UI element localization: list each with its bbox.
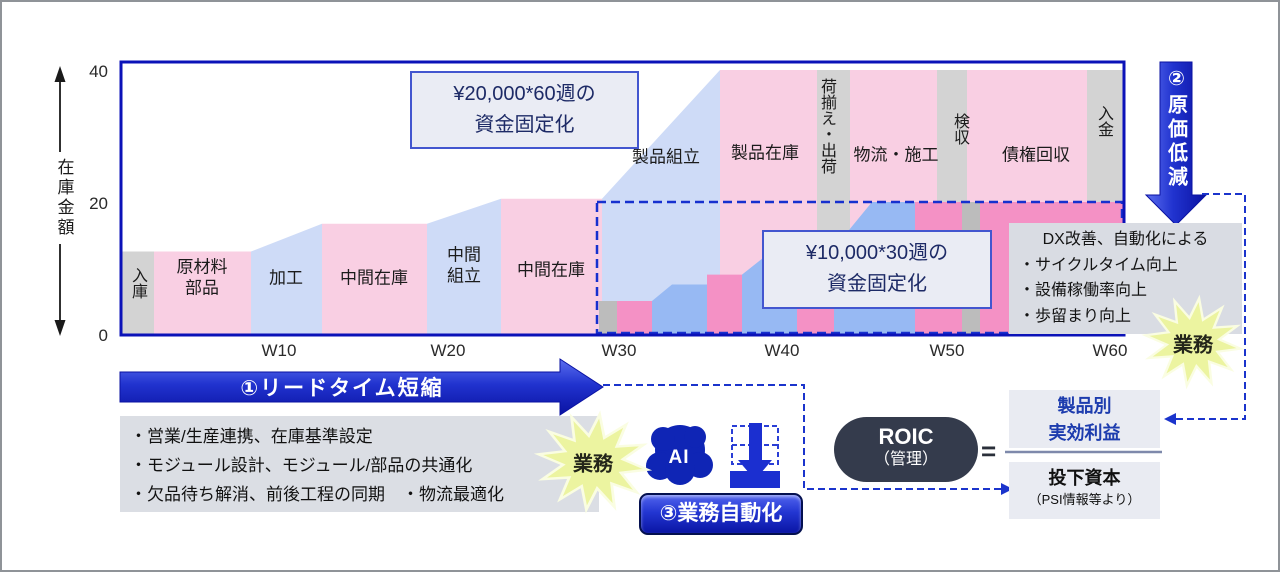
connector-to-invested-capital [603,384,1001,490]
y-tick-40: 40 [89,62,108,81]
capital-30w-line2: 資金固定化 [827,273,927,295]
connector-arrowhead-left [1164,413,1176,425]
y-axis-arrow [54,66,66,336]
segment-label-kenshu: 検収 [951,113,968,145]
segment-label-seihin-zaiko: 製品在庫 [731,143,799,163]
y-tick-20: 20 [89,194,108,213]
dx-bullet-2: ・設備稼働率向上 [1019,282,1148,300]
connector-arrowhead-right [1001,483,1013,495]
capital-60w-line1: ¥20,000*60週の [453,83,596,105]
effective-profit-line1: 製品別 [1057,396,1112,416]
business-starburst-left-label: 業務 [573,453,613,476]
measure-1: ・営業/生産連携、在庫基準設定 [130,427,373,446]
segment-label-butsuryu-seko: 物流・施工 [853,145,939,165]
x-tick-w50: W50 [929,341,965,360]
dx-title: DX改善、自動化による [1042,231,1209,248]
chart-border [119,60,1126,337]
equals-sign: = [981,436,997,466]
capital-fixation-30w-note: ¥10,000*30週の 資金固定化 [762,230,992,309]
invested-capital-label: 投下資本 [1048,468,1121,488]
segment-label-chukan-zaiko-1: 中間在庫 [340,268,408,288]
effective-profit-line2: 実効利益 [1048,423,1121,443]
automation-download-icon [730,423,780,488]
roic-title: ROIC [878,424,934,449]
leadtime-measures-box: ・営業/生産連携、在庫基準設定 ・モジュール設計、モジュール/部品の共通化 ・欠… [120,416,599,512]
roic-subtitle: （管理） [873,451,938,469]
segment-label-nizoroe-shukka: 荷揃え・出荷 [818,78,835,174]
leadtime-arrow-label: ①リードタイム短縮 [240,377,444,400]
segment-label-chukan-zaiko-2: 中間在庫 [517,260,585,280]
measure-3: ・欠品待ち解消、前後工程の同期 ・物流最適化 [130,485,504,505]
dx-bullet-3: ・歩留まり向上 [1019,307,1132,325]
x-tick-w10: W10 [261,341,297,360]
segment-label-kako: 加工 [269,268,303,288]
segment-label-nyukin: 入金 [1095,105,1112,137]
segment-label-nyuko: 入庫 [129,267,146,299]
automation-badge: ③業務自動化 [639,493,803,535]
cost-down-arrow [1144,61,1208,226]
x-tick-w30: W30 [601,341,637,360]
capital-60w-line2: 資金固定化 [474,114,575,136]
capital-fixation-60w-note: ¥20,000*60週の 資金固定化 [410,71,639,149]
dx-improvement-box: DX改善、自動化による ・サイクルタイム向上 ・設備稼働率向上 ・歩留まり向上 [1009,223,1242,334]
dx-bullet-1: ・サイクルタイム向上 [1019,256,1178,274]
x-tick-w40: W40 [764,341,800,360]
segment-label-saiken-kaishu: 債権回収 [1002,145,1070,165]
segment-label-chukan-kumitate: 中間組立 [447,245,481,285]
business-starburst-right-label: 業務 [1173,334,1213,357]
segment-label-genzairyo-buhin: 原材料部品 [176,257,228,297]
x-tick-w20: W20 [430,341,466,360]
segment-label-seihin-kumitate: 製品組立 [632,147,700,167]
measure-2: ・モジュール設計、モジュール/部品の共通化 [130,456,473,476]
cost-down-arrow-label: ②原価低減 [1164,66,1187,190]
roic-pill: ROIC （管理） [834,417,978,482]
invested-capital-box: 投下資本 （PSI情報等より） [1009,462,1160,519]
y-tick-0: 0 [98,326,108,345]
ai-icon-label: AI [668,447,690,468]
effective-profit-box: 製品別 実効利益 [1009,390,1160,448]
invested-capital-source: （PSI情報等より） [1028,491,1141,507]
y-axis-label: 在庫金額 [54,158,74,238]
x-tick-w60: W60 [1092,341,1128,360]
capital-30w-line1: ¥10,000*30週の [805,242,949,264]
